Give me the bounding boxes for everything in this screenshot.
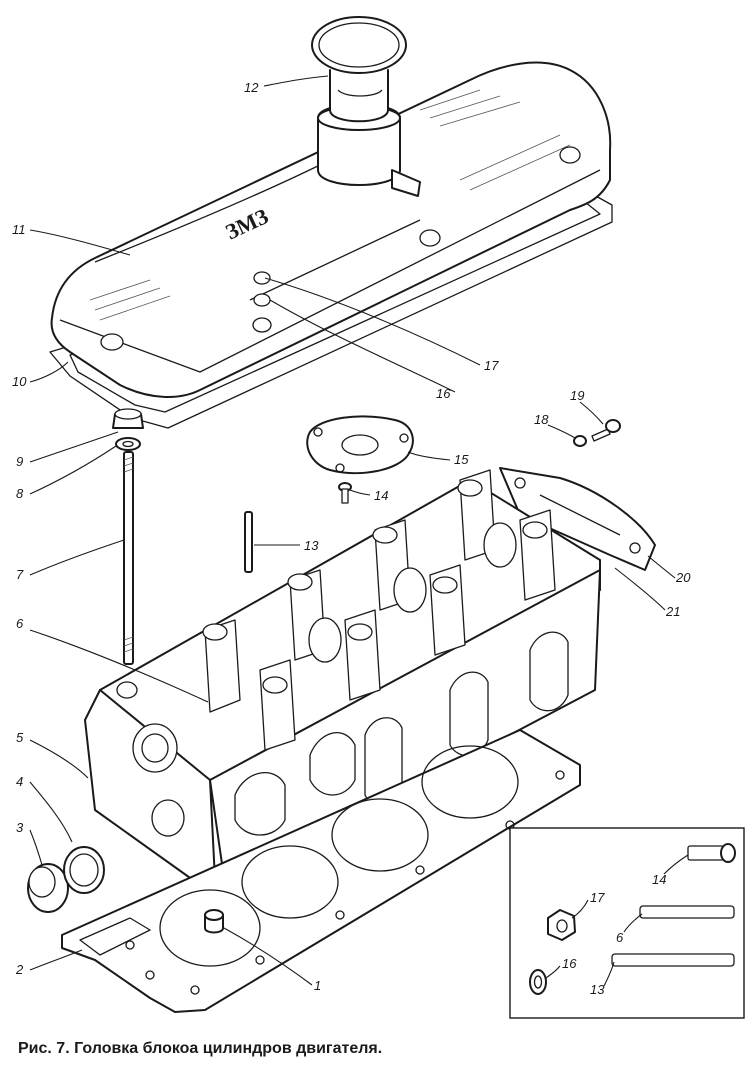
callout-8: 8 [16,486,24,501]
callout-21: 21 [665,604,680,619]
gasket-ring-4 [63,846,105,894]
callout-19: 19 [570,388,584,403]
inset-callout-16: 16 [562,956,577,971]
plug-3 [27,863,69,913]
inset-washer-16 [529,969,547,995]
callout-2: 2 [15,962,24,977]
figure-caption: Рис. 7. Головка блокоа цилиндров двигате… [18,1040,383,1057]
head-gasket-holes [125,770,565,995]
callout-9: 9 [16,454,23,469]
inset-callout-13: 13 [590,982,605,997]
inset-callout-14: 14 [652,872,666,887]
callout-4: 4 [16,774,23,789]
inset-leader-lines [545,854,689,987]
nut-9 [112,408,144,429]
inset-callout-17: 17 [590,890,605,905]
inset-stud-13 [611,953,735,967]
inset-stud-6 [639,905,735,919]
leader-lines [29,75,676,986]
callout-17: 17 [484,358,499,373]
callout-15: 15 [454,452,469,467]
callout-11: 11 [12,222,26,237]
inset-nut-17 [547,909,576,941]
callout-7: 7 [16,567,24,582]
inset-bolt-14 [687,843,736,863]
callout-labels: 11 12 10 9 8 7 6 5 4 3 2 1 13 14 15 16 1… [12,80,691,993]
manifold-gasket [499,467,656,571]
stud-13 [244,511,253,573]
bolt-19 [591,419,621,442]
callout-13: 13 [304,538,319,553]
callout-16: 16 [436,386,451,401]
callout-3: 3 [16,820,24,835]
cover-stud [123,451,134,665]
callout-5: 5 [16,730,24,745]
fastener-inset: 14 17 6 16 13 [509,827,745,1019]
callout-6: 6 [16,616,24,631]
callout-20: 20 [675,570,691,585]
cylinder-head [84,469,601,886]
callout-10: 10 [12,374,27,389]
washer-8 [115,437,141,451]
oil-filler-cap [311,16,421,197]
head-gasket [61,729,581,1013]
valve-cover: ЗМЗ [50,61,612,398]
callout-18: 18 [534,412,549,427]
inset-callout-6: 6 [616,930,624,945]
washer-18 [573,435,587,447]
callout-14: 14 [374,488,388,503]
dowel-bushing [204,909,224,934]
callout-1: 1 [314,978,321,993]
plate-15 [306,415,414,475]
bolt-14 [338,482,352,504]
callout-12: 12 [244,80,259,95]
